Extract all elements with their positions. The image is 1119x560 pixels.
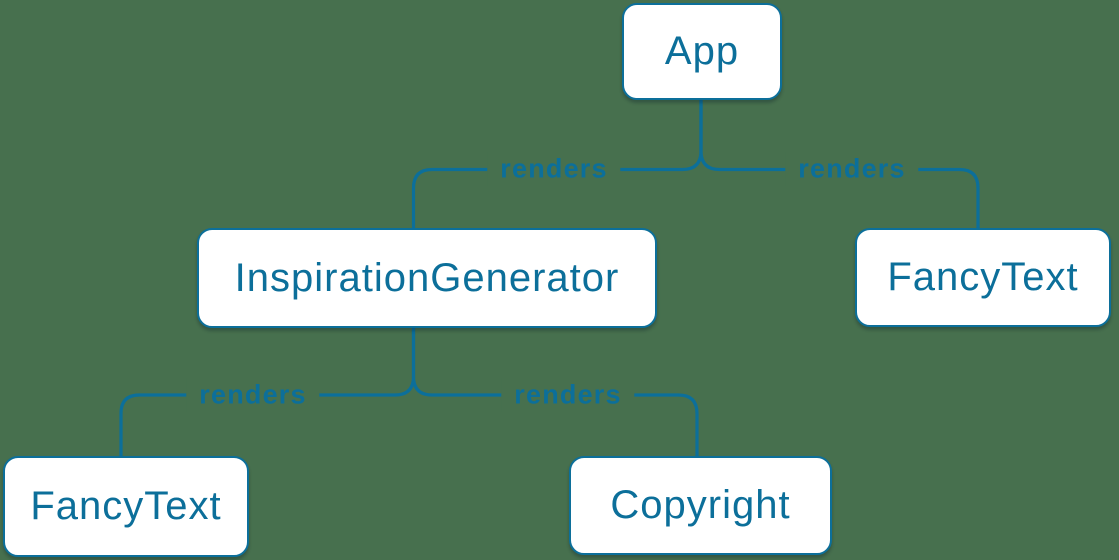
edge-label-renders-app-fancy-text: renders	[785, 151, 919, 187]
tree-node-inspiration-generator: InspirationGenerator	[197, 228, 657, 328]
tree-node-fancy-text-top: FancyText	[855, 228, 1111, 327]
tree-node-copyright: Copyright	[569, 456, 832, 555]
edge-label-renders-app-inspiration-generator: renders	[487, 151, 621, 187]
edge-label-renders-inspiration-generator-copyright: renders	[501, 377, 635, 413]
tree-node-fancy-text-bottom: FancyText	[3, 456, 249, 557]
edge-label-renders-inspiration-generator-fancy-text: renders	[186, 377, 320, 413]
tree-node-app: App	[622, 3, 782, 100]
